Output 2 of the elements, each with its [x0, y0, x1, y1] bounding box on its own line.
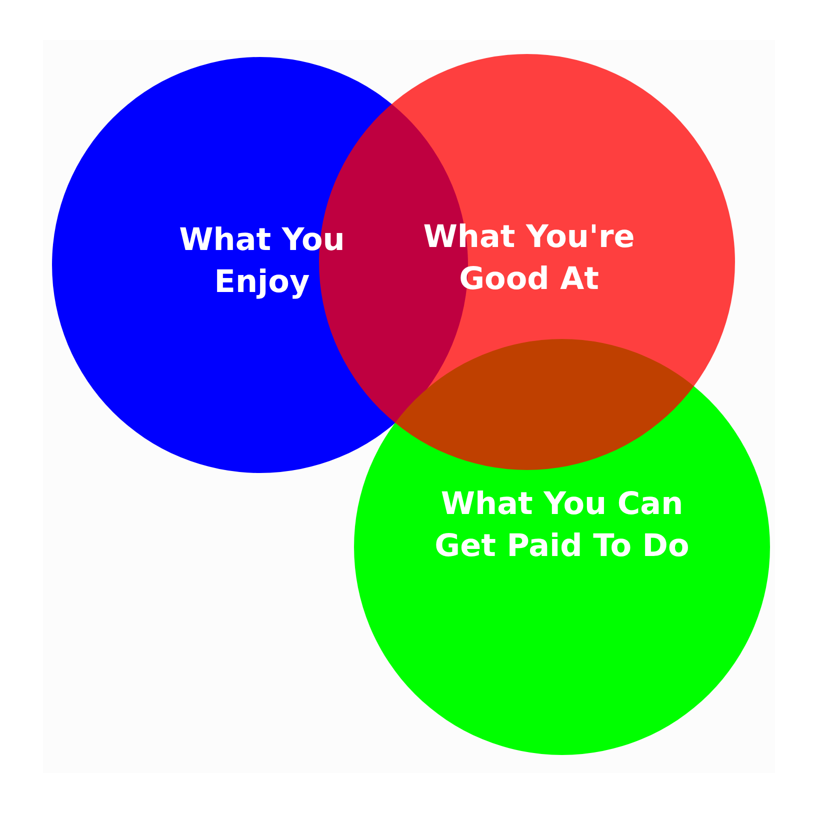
circle-label: What You're Good At	[422, 218, 636, 299]
circle-label: What You Can Get Paid To Do	[434, 485, 690, 566]
